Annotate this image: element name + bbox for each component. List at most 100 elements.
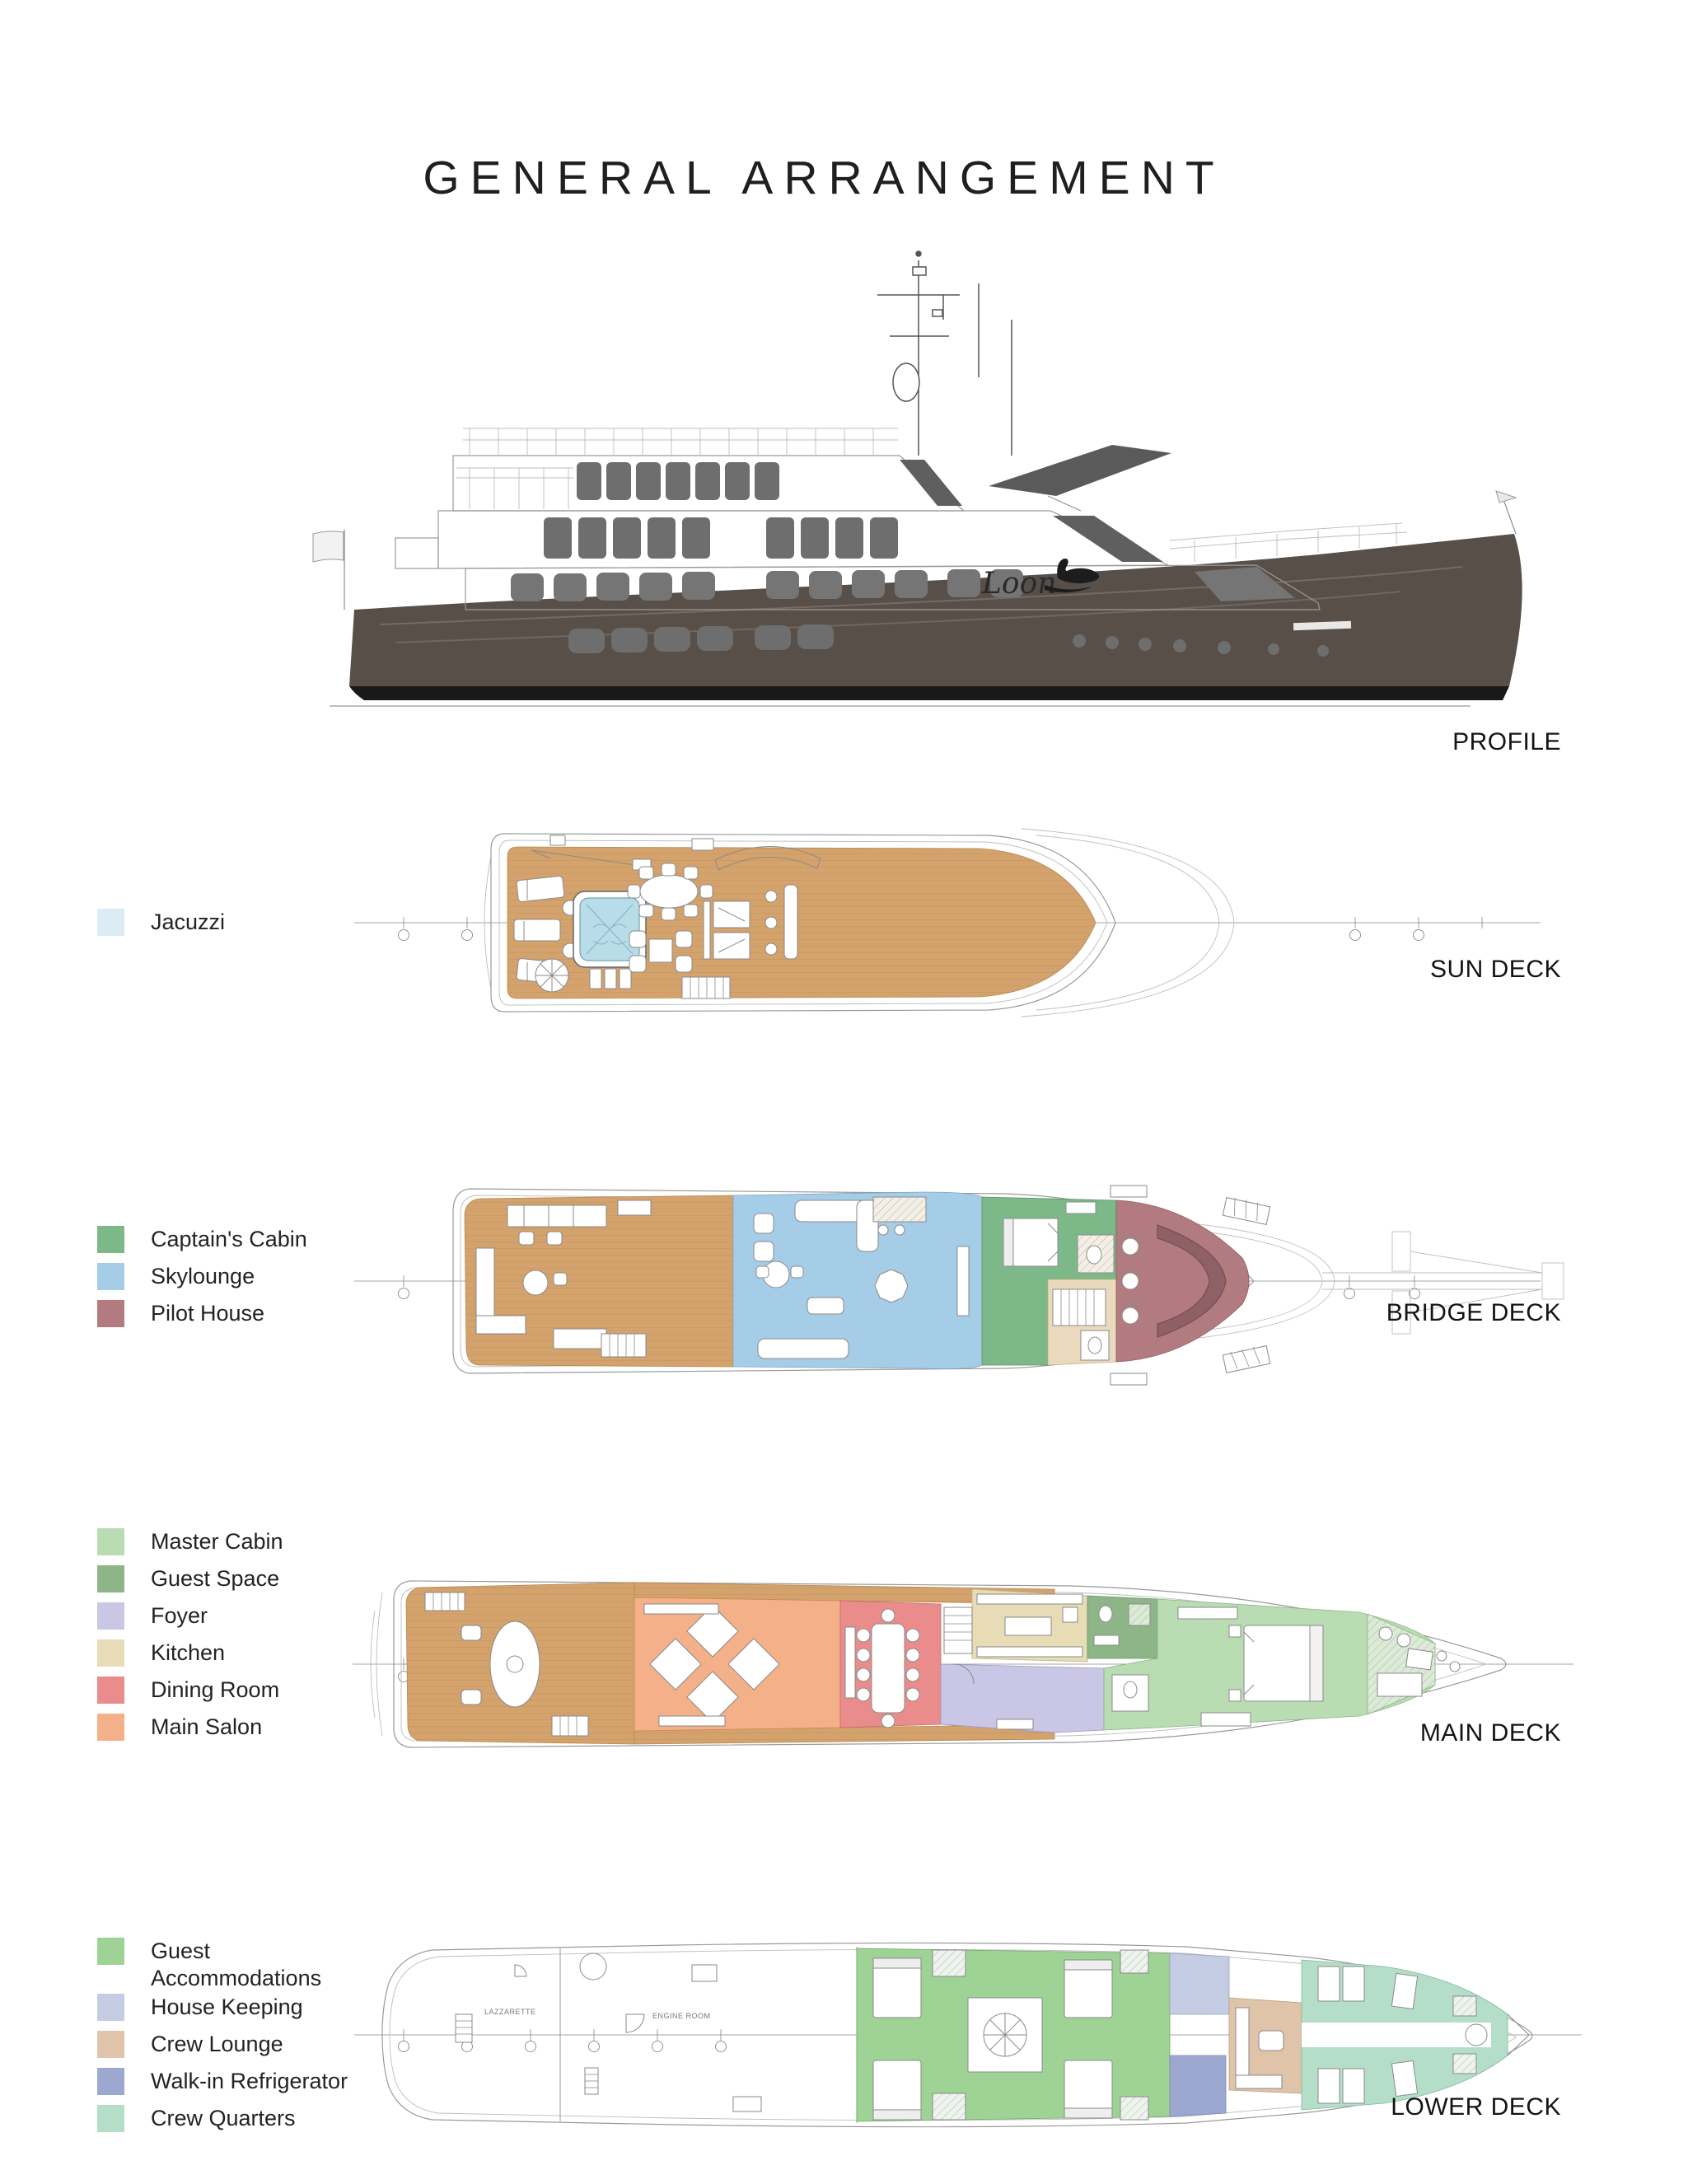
bridge-foyer-stair [1052,1288,1110,1361]
legend-label: Walk-in Refrigerator [151,2069,348,2093]
helm-station [1121,1224,1227,1338]
foyer-fixtures [996,1674,1149,1730]
legend-item-main-salon: Main Salon [97,1714,348,1741]
radar-arch [989,445,1171,496]
legend-swatch [97,1565,124,1592]
legend-label: Pilot House [151,1301,265,1326]
legend-swatch [97,1639,124,1667]
legend-label: Kitchen [151,1640,226,1665]
legend-label: Skylounge [151,1264,255,1288]
legend-swatch [97,2068,124,2095]
legend-item-house-keeping: House Keeping [97,1994,348,2021]
main-deck-legend: Master Cabin Guest Space Foyer Kitchen D… [97,1528,348,1751]
bridge-deck-plan [354,1185,1564,1386]
legend-item-foyer: Foyer [97,1602,348,1630]
legend-label: Dining Room [151,1677,280,1702]
house-keeping-area [1169,1953,1230,2015]
profile-superstructure: Loon [312,250,1517,610]
legend-swatch [97,1226,124,1253]
fore-deck-rail [1169,522,1408,562]
lower-deck-label: LOWER DECK [1391,2093,1561,2121]
legend-swatch [97,2105,124,2132]
deck-box [549,835,566,846]
legend-swatch [97,1300,124,1327]
profile-drawing: Loon [312,250,1522,707]
engine-room-label: ENGINE ROOM [652,2012,711,2020]
lower-deck-plan: LAZZARETTE ENGINE ROOM [354,1942,1582,2128]
lazarette-fittings [455,1964,527,2043]
mast [877,250,1012,456]
yacht-name-text: Loon [981,567,1056,601]
deck-box [691,838,714,851]
engine-room-fittings [579,1953,762,2112]
bridge-deck-label: BRIDGE DECK [1386,1299,1561,1326]
legend-item-pilot-house: Pilot House [97,1300,348,1327]
legend-item-skylounge: Skylounge [97,1263,348,1290]
aft-deck-furniture [424,1592,589,1737]
sun-pads-tv [703,900,750,960]
sun-deck-rail [463,428,898,456]
legend-swatch [97,1602,124,1630]
kitchen-furniture [976,1593,1083,1658]
legend-label: Captain's Cabin [151,1227,307,1251]
legend-swatch [97,1528,124,1555]
legend-item-guest-space: Guest Space [97,1565,348,1592]
legend-swatch [97,1677,124,1704]
loon-bird-icon [1045,559,1100,593]
legend-swatch [97,1714,124,1741]
profile-hull [330,534,1522,707]
aft-deck-furniture [475,1200,652,1358]
pilot-house-area [1115,1200,1250,1363]
legend-item-kitchen: Kitchen [97,1639,348,1667]
sun-deck-dining-table [627,863,713,921]
bridge-deck-legend: Captain's Cabin Skylounge Pilot House [97,1226,348,1337]
skylounge-furniture [753,1196,970,1359]
legend-label: House Keeping [151,1995,303,2019]
main-deck-label: MAIN DECK [1419,1719,1561,1747]
guest-cabin-furniture [872,1949,1149,2121]
sun-deck-legend: Jacuzzi [97,909,348,946]
wing-station [1110,1373,1148,1386]
mast-overhang [1322,1231,1564,1335]
legend-label: Crew Quarters [151,2106,296,2130]
page-title: GENERAL ARRANGEMENT [423,152,1225,204]
jacuzzi [573,891,647,989]
dining-furniture [844,1608,920,1728]
legend-swatch [97,2031,124,2058]
legend-item-jacuzzi: Jacuzzi [97,909,348,936]
legend-label: Guest Space [151,1566,280,1591]
stern-flag [312,530,345,610]
yacht-name-logo: Loon [981,559,1100,601]
profile-label: PROFILE [1452,728,1561,755]
legend-item-crew-quarters: Crew Quarters [97,2105,348,2132]
legend-label: Crew Lounge [151,2032,283,2056]
salon-furniture [643,1603,780,1727]
legend-swatch [97,909,124,936]
sun-deck-label: SUN DECK [1429,956,1561,983]
lazzarette-label: LAZZARETTE [484,2008,536,2016]
legend-label: Guest Accommodations [151,1938,322,1990]
foyer-area [940,1663,1105,1733]
crew-lounge-furniture [1235,2007,1284,2089]
legend-label: Main Salon [151,1714,263,1739]
legend-item-guest-accommodations: Guest Accommodations [97,1938,348,1992]
legend-label: Master Cabin [151,1529,283,1554]
chain-locker [1507,2013,1530,2056]
guest-space-fixtures [1093,1603,1151,1646]
legend-swatch [97,1938,124,1965]
curved-settee [714,846,821,871]
foredeck-stairs [1222,1197,1271,1373]
legend-swatch [97,1994,124,2021]
legend-label: Foyer [151,1603,208,1628]
foredeck-gear [1405,1648,1461,1672]
crew-corridor [1302,2023,1491,2047]
wing-station [1110,1185,1148,1198]
vestibule-stair [983,2013,1027,2057]
crew-quarters-furniture [1317,1966,1488,2104]
aft-stair [681,976,731,999]
walk-in-refrigerator-area [1169,2055,1227,2117]
lower-deck-legend: Guest Accommodations House Keeping Crew … [97,1938,348,2142]
seating-group [629,930,693,973]
aft-rail [456,467,573,509]
